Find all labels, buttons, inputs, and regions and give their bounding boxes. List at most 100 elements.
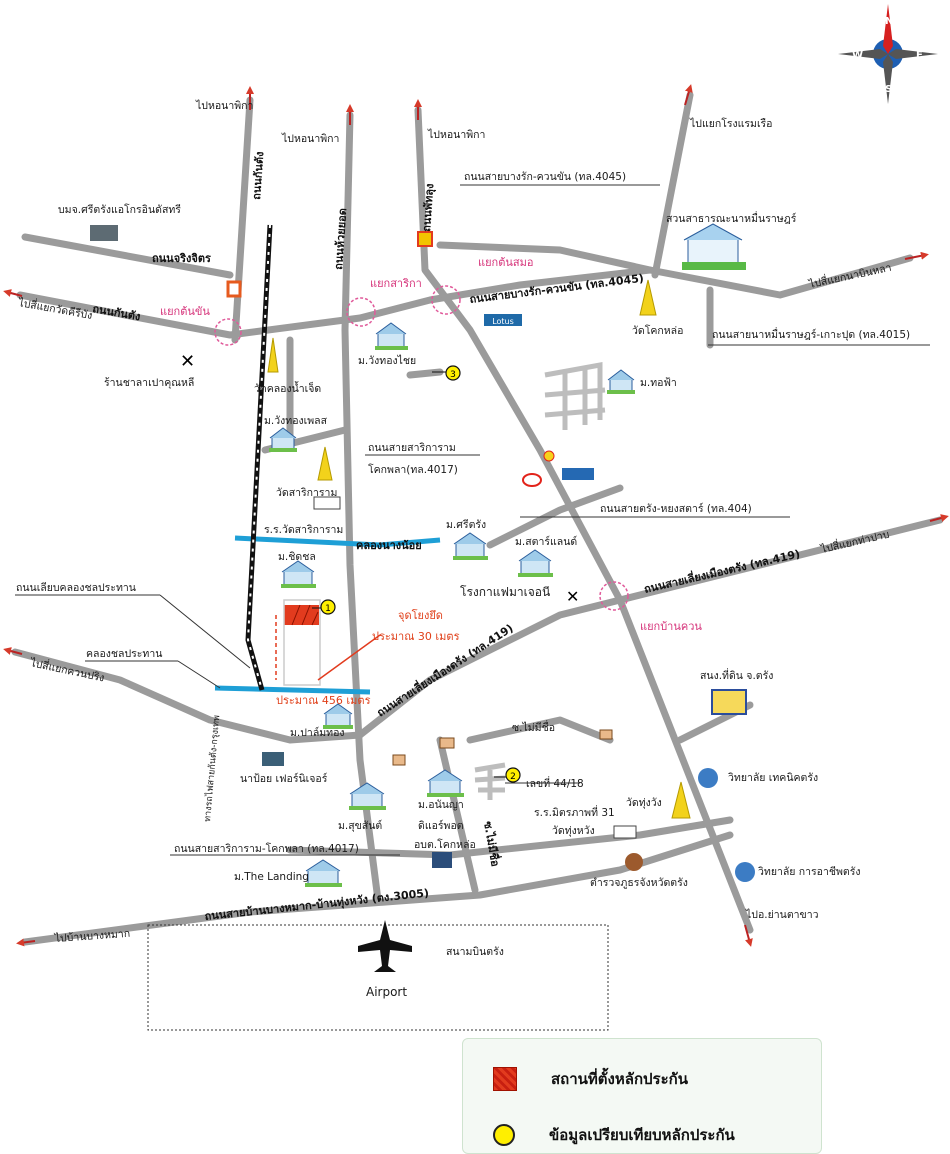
svg-text:ม.ชิดชล: ม.ชิดชล <box>278 551 316 563</box>
comparison-markers: 1 2 3 <box>312 365 521 783</box>
svg-text:วัดทุ่งวัง: วัดทุ่งวัง <box>626 797 662 809</box>
canals <box>214 535 441 695</box>
collateral-site <box>275 599 381 686</box>
svg-text:โคกพลา(ทล.4017): โคกพลา(ทล.4017) <box>368 463 458 476</box>
legend-label-collateral: สถานที่ตั้งหลักประกัน <box>551 1070 688 1088</box>
svg-text:จุดโยงยึด: จุดโยงยึด <box>398 608 443 622</box>
svg-text:สนง.ที่ดิน จ.ตรัง: สนง.ที่ดิน จ.ตรัง <box>700 668 773 682</box>
college-icon-2 <box>735 862 755 882</box>
svg-text:ซ.ไม่มีชื่อ: ซ.ไม่มีชื่อ <box>512 720 555 734</box>
arrow-west-1 <box>3 289 23 297</box>
svg-text:ม.ปาล์มทอง: ม.ปาล์มทอง <box>290 726 345 739</box>
temple-icons <box>267 279 691 819</box>
village-icon <box>453 532 488 560</box>
svg-text:ม.อนันญา: ม.อนันญา <box>418 799 464 811</box>
svg-text:วัดสาริการาม: วัดสาริการาม <box>276 487 337 499</box>
misc-icons: Lotus ✕ ✕ <box>90 225 755 882</box>
homepro-icon <box>562 468 594 480</box>
village-icon <box>269 427 297 452</box>
svg-text:สวนสาธารณะนาหมื่นราษฎร์: สวนสาธารณะนาหมื่นราษฎร์ <box>666 211 797 225</box>
village-icon <box>427 769 464 797</box>
railway <box>245 224 273 691</box>
svg-text:อบต.โคกหล่อ: อบต.โคกหล่อ <box>414 838 476 851</box>
temple-icon <box>317 446 333 481</box>
house-icon <box>599 729 613 740</box>
arrow-northeast <box>684 84 693 106</box>
svg-text:บมจ.ศรีตรังแอโกรอินดัสทรี: บมจ.ศรีตรังแอโกรอินดัสทรี <box>58 203 181 216</box>
factory-icon <box>90 225 118 241</box>
marker-1: 1 <box>312 599 336 615</box>
svg-text:ไปอ.ย่านตาขาว: ไปอ.ย่านตาขาว <box>745 908 819 921</box>
svg-text:ร.ร.วัดสาริการาม: ร.ร.วัดสาริการาม <box>264 524 343 536</box>
svg-text:ไปหอนาพิกา: ไปหอนาพิกา <box>281 132 339 145</box>
arrow-east-1 <box>904 251 929 260</box>
restaurant-icon: ✕ <box>180 351 195 372</box>
airplane-icon <box>358 920 412 972</box>
arrow-east-2 <box>929 514 949 522</box>
svg-text:1: 1 <box>325 604 331 614</box>
svg-text:ถนนเลียบคลองชลประทาน: ถนนเลียบคลองชลประทาน <box>16 581 136 594</box>
park-icon <box>682 223 746 270</box>
intersection-circles <box>214 285 629 611</box>
arrow-west-2 <box>3 647 23 655</box>
svg-text:Airport: Airport <box>366 985 407 999</box>
village-icon <box>323 703 353 729</box>
svg-text:ร.ร.มิตรภาพที่ 31: ร.ร.มิตรภาพที่ 31 <box>534 805 615 819</box>
furniture-icon <box>262 752 284 766</box>
svg-text:ประมาณ 30 เมตร: ประมาณ 30 เมตร <box>372 630 460 643</box>
temple-icon <box>639 279 657 316</box>
svg-text:วัดคลองน้ำเจ็ด: วัดคลองน้ำเจ็ด <box>254 381 321 395</box>
svg-text:คลองนางน้อย: คลองนางน้อย <box>356 539 422 552</box>
coffee-icon: ✕ <box>566 587 579 606</box>
comparison-swatch-icon <box>493 1124 515 1146</box>
store-icon <box>417 231 433 247</box>
svg-text:ม.สตาร์แลนด์: ม.สตาร์แลนด์ <box>515 535 577 548</box>
svg-text:ม.วังทองเพลส: ม.วังทองเพลส <box>264 415 328 427</box>
legend-label-comparison: ข้อมูลเปรียบเทียบหลักประกัน <box>549 1126 735 1144</box>
svg-text:ไปบ้านบางหมาก: ไปบ้านบางหมาก <box>53 927 130 945</box>
police-icon <box>625 853 643 871</box>
svg-text:วัดทุ่งหวัง: วัดทุ่งหวัง <box>552 825 595 837</box>
subdivision-grid <box>474 362 606 800</box>
svg-text:ร้านชาลาเปาคุณหลี: ร้านชาลาเปาคุณหลี <box>104 376 194 389</box>
svg-text:ดิแอร์พอต: ดิแอร์พอต <box>418 819 464 832</box>
svg-text:3: 3 <box>450 370 456 380</box>
svg-text:ประมาณ 456 เมตร: ประมาณ 456 เมตร <box>276 694 371 707</box>
svg-text:ถนนสายบางรัก-ควนขัน (ทล.4045): ถนนสายบางรัก-ควนขัน (ทล.4045) <box>464 171 626 183</box>
svg-text:คลองชลประทาน: คลองชลประทาน <box>86 648 162 660</box>
village-icon <box>281 560 316 588</box>
shell-icon <box>543 450 555 462</box>
svg-text:ถนนห้วยยอด: ถนนห้วยยอด <box>332 208 349 271</box>
svg-text:ม.ศรีตรัง: ม.ศรีตรัง <box>446 518 486 531</box>
svg-text:ไปหอนาพิกา: ไปหอนาพิกา <box>195 99 253 112</box>
svg-text:ไปสี่แยกนาบินหลา: ไปสี่แยกนาบินหลา <box>807 260 893 291</box>
arrow-west-3 <box>16 938 36 947</box>
svg-text:W: W <box>852 50 863 61</box>
svg-text:ม.ทอฟ้า: ม.ทอฟ้า <box>640 377 677 389</box>
svg-text:ถนนสายสาริการาม: ถนนสายสาริการาม <box>368 442 456 454</box>
svg-text:ไปหอนาพิกา: ไปหอนาพิกา <box>427 128 485 141</box>
svg-text:ตำรวจภูธรจังหวัดตรัง: ตำรวจภูธรจังหวัดตรัง <box>590 877 688 889</box>
legend-row-comparison: ข้อมูลเปรียบเทียบหลักประกัน <box>493 1123 735 1147</box>
arrow-south <box>744 924 753 947</box>
toyota-icon <box>522 473 542 487</box>
village-icon <box>349 782 386 810</box>
house-icon <box>392 754 406 766</box>
svg-text:ทางรถไฟสายกันตัง-กรุงเทพ: ทางรถไฟสายกันตัง-กรุงเทพ <box>202 715 222 823</box>
svg-text:วิทยาลัย เทคนิคตรัง: วิทยาลัย เทคนิคตรัง <box>728 772 818 784</box>
svg-text:ถนนสายตรัง-หยงสตาร์ (ทล.404): ถนนสายตรัง-หยงสตาร์ (ทล.404) <box>600 502 752 515</box>
svg-text:2: 2 <box>510 772 516 782</box>
seven-eleven-icon <box>226 280 242 298</box>
marker-2: 2 <box>494 767 521 783</box>
svg-text:S: S <box>885 84 892 95</box>
village-icon <box>607 369 635 394</box>
svg-text:ไปแยกโรงแรมเรือ: ไปแยกโรงแรมเรือ <box>689 117 773 130</box>
svg-text:ถนนสายเลี่ยงเมืองตรัง (ทล.419): ถนนสายเลี่ยงเมืองตรัง (ทล.419) <box>642 545 801 596</box>
village-icons <box>269 223 746 887</box>
svg-text:แยกบ้านควน: แยกบ้านควน <box>640 620 702 633</box>
airport-zone <box>147 920 609 1031</box>
direction-arrows <box>3 84 949 947</box>
svg-text:ถนนจริงจิตร: ถนนจริงจิตร <box>152 252 211 265</box>
svg-text:ถนนกันตัง: ถนนกันตัง <box>250 151 266 200</box>
